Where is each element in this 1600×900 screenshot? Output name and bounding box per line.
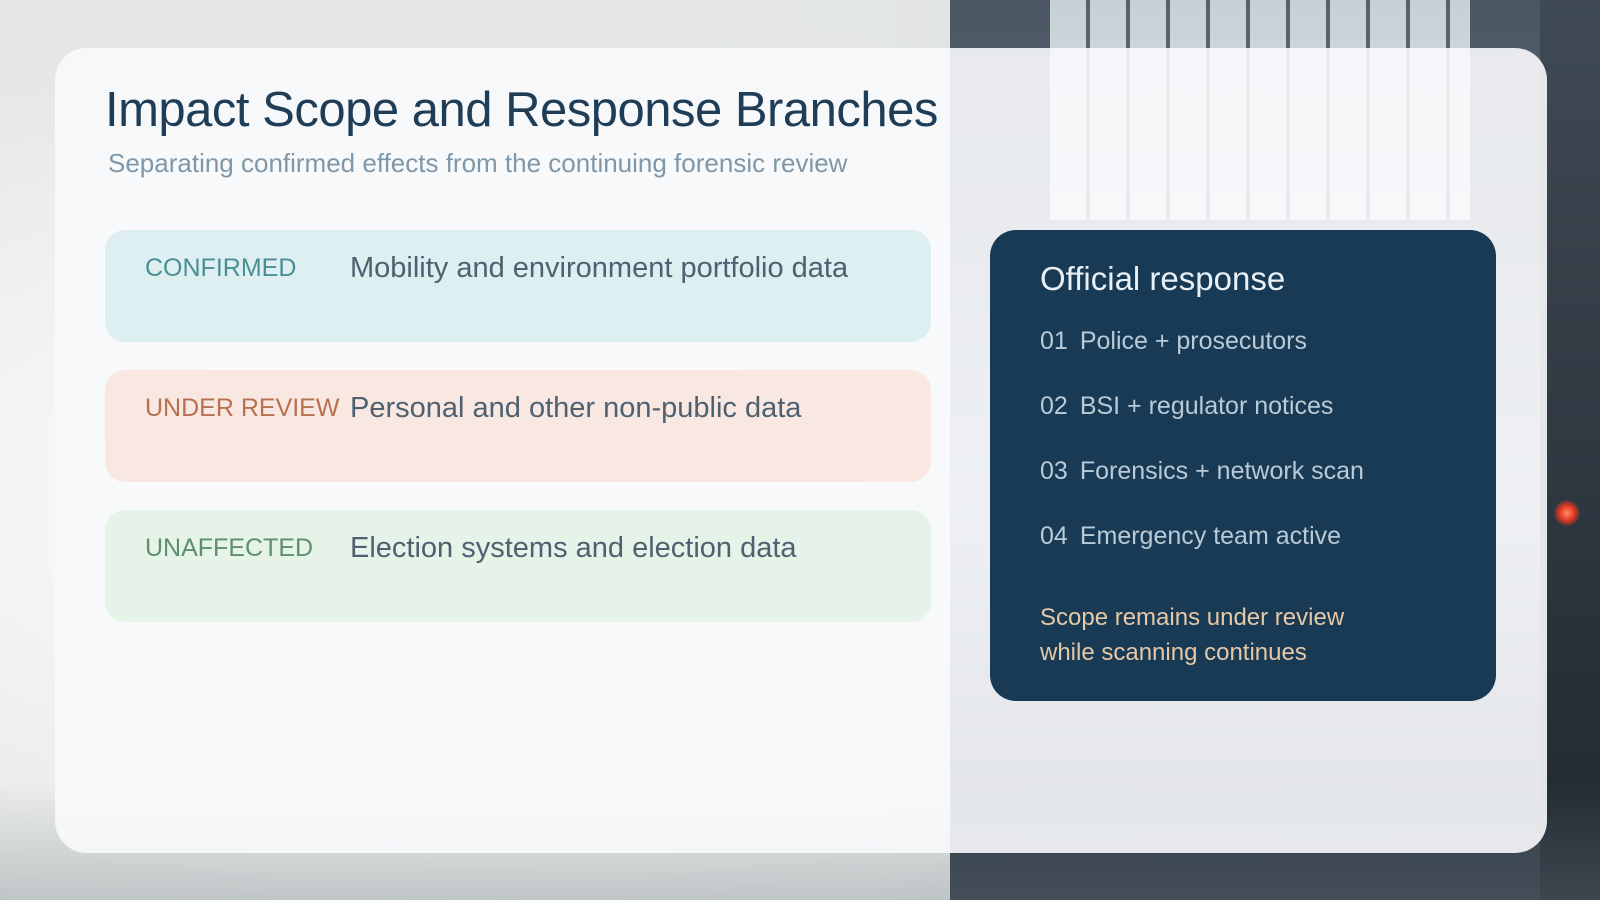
- response-item-number: 02: [1040, 392, 1068, 420]
- response-note-line: while scanning continues: [1040, 639, 1307, 666]
- scope-row-confirmed: CONFIRMED Mobility and environment portf…: [105, 230, 931, 342]
- background-facade: [1540, 0, 1600, 900]
- status-tag-under-review: UNDER REVIEW: [145, 394, 340, 422]
- response-item-number: 04: [1040, 522, 1068, 550]
- slide-title: Impact Scope and Response Branches: [105, 83, 938, 137]
- slide-subtitle: Separating confirmed effects from the co…: [108, 148, 848, 178]
- response-note-line: Scope remains under review: [1040, 604, 1345, 631]
- response-item-label: Emergency team active: [1079, 522, 1342, 550]
- status-tag-unaffected: UNAFFECTED: [145, 534, 314, 562]
- scope-text-unaffected: Election systems and election data: [350, 532, 797, 564]
- scope-text-under-review: Personal and other non-public data: [350, 392, 802, 424]
- official-response-card: Official response 01 Police + prosecutors…: [990, 230, 1496, 701]
- response-note: Scope remains under review while scannin…: [1040, 600, 1460, 670]
- response-item: 01 Police + prosecutors: [1040, 327, 1307, 356]
- response-item-label: Police + prosecutors: [1079, 327, 1308, 355]
- response-item-label: Forensics + network scan: [1079, 457, 1364, 485]
- response-item-label: BSI + regulator notices: [1079, 392, 1334, 420]
- response-title: Official response: [1040, 260, 1286, 297]
- response-item: 02 BSI + regulator notices: [1040, 392, 1333, 421]
- background-red-light: [1554, 500, 1580, 526]
- response-item: 03 Forensics + network scan: [1040, 457, 1364, 486]
- scope-text-confirmed: Mobility and environment portfolio data: [350, 252, 849, 284]
- response-item: 04 Emergency team active: [1040, 522, 1341, 551]
- response-item-number: 01: [1040, 327, 1068, 355]
- scope-row-unaffected: UNAFFECTED Election systems and election…: [105, 510, 931, 622]
- response-item-number: 03: [1040, 457, 1068, 485]
- status-tag-confirmed: CONFIRMED: [145, 254, 297, 282]
- scope-row-under-review: UNDER REVIEW Personal and other non-publ…: [105, 370, 931, 482]
